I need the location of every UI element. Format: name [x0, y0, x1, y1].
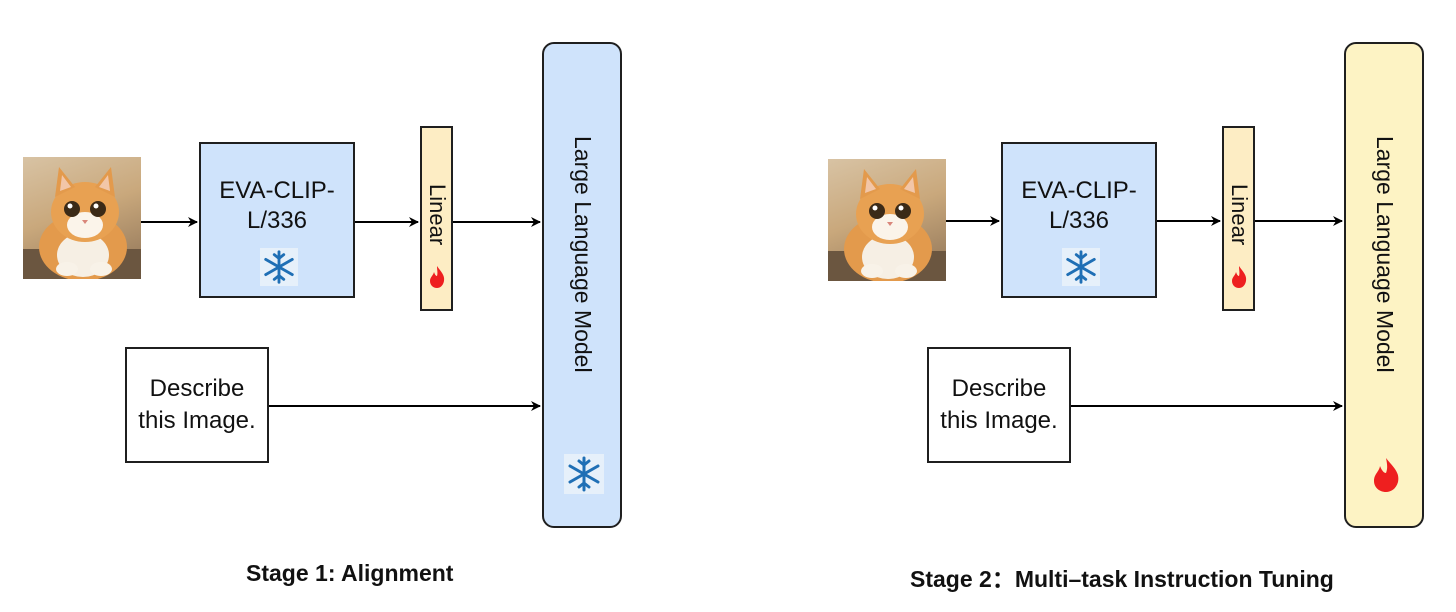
llm-label: Large Language Model: [1372, 136, 1398, 373]
snowflake-icon: [564, 454, 604, 494]
llm-box: Large Language Model: [1344, 42, 1424, 528]
stage-2-diagram: EVA-CLIP- L/336 Linear Large Language Mo…: [802, 0, 1456, 612]
text-prompt-box: Describe this Image.: [927, 347, 1071, 463]
linear-label: Linear: [425, 184, 450, 246]
linear-projection-box: Linear: [1222, 126, 1255, 311]
stage-2-caption: Stage 2：Multi–task Instruction Tuning: [910, 566, 1334, 592]
cat-image: [23, 157, 141, 279]
snowflake-icon: [260, 248, 298, 286]
vision-encoder-box: EVA-CLIP- L/336: [1001, 142, 1157, 298]
llm-box: Large Language Model: [542, 42, 622, 528]
vision-encoder-box: EVA-CLIP- L/336: [199, 142, 355, 298]
text-prompt-label: Describe this Image.: [940, 375, 1058, 434]
llm-label: Large Language Model: [570, 136, 596, 373]
vision-encoder-label: EVA-CLIP- L/336: [1021, 177, 1137, 234]
vision-encoder-label: EVA-CLIP- L/336: [219, 177, 335, 234]
snowflake-icon: [1062, 248, 1100, 286]
stage-1-caption: Stage 1: Alignment: [246, 560, 454, 586]
text-prompt-label: Describe this Image.: [138, 375, 256, 434]
fire-icon: [1232, 266, 1247, 288]
arrows-layer: [946, 216, 1343, 411]
stage-1-diagram: EVA-CLIP- L/336 Linear Large Language Mo…: [23, 42, 622, 586]
fire-icon: [430, 266, 445, 288]
text-prompt-box: Describe this Image.: [125, 347, 269, 463]
fire-icon: [1374, 458, 1399, 492]
cat-image: [828, 159, 946, 281]
linear-label: Linear: [1227, 184, 1252, 246]
arrows-layer: [141, 217, 541, 411]
linear-projection-box: Linear: [420, 126, 453, 311]
